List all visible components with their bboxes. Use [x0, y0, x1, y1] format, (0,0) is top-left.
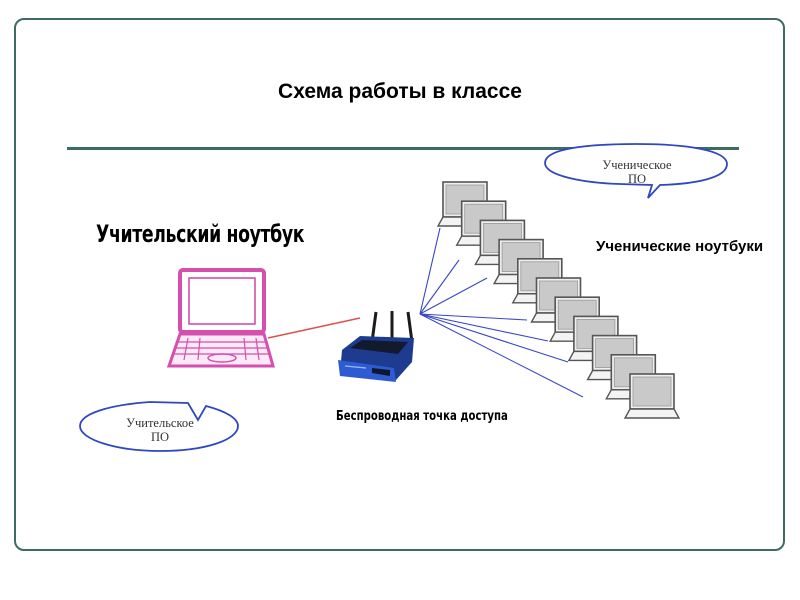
page-title: Схема работы в классе: [278, 80, 522, 103]
teacher-software-line2: ПО: [150, 430, 170, 444]
teacher-laptop-icon: [166, 268, 275, 368]
student-laptops-label: Ученические ноутбуки: [596, 238, 764, 255]
student-software-text: Ученическое ПО: [573, 158, 701, 186]
student-laptop-icon: [623, 373, 681, 419]
wireless-router-icon: [338, 311, 414, 382]
student-software-bubble: [544, 143, 728, 199]
student-software-line1: Ученическое: [602, 158, 672, 172]
slide-frame: [14, 18, 785, 551]
teacher-link-line: [267, 317, 361, 339]
access-point-label: Беспроводная точка доступа: [336, 409, 508, 424]
student-software-line2: ПО: [627, 172, 647, 186]
teacher-software-bubble: [79, 401, 239, 452]
teacher-software-line1: Учительское: [126, 416, 194, 430]
teacher-laptop-label: Учительский ноутбук: [96, 220, 305, 248]
title-divider: [67, 147, 739, 150]
student-laptops-group: [436, 181, 681, 419]
teacher-software-text: Учительское ПО: [100, 416, 220, 444]
wireless-links: [419, 227, 584, 398]
